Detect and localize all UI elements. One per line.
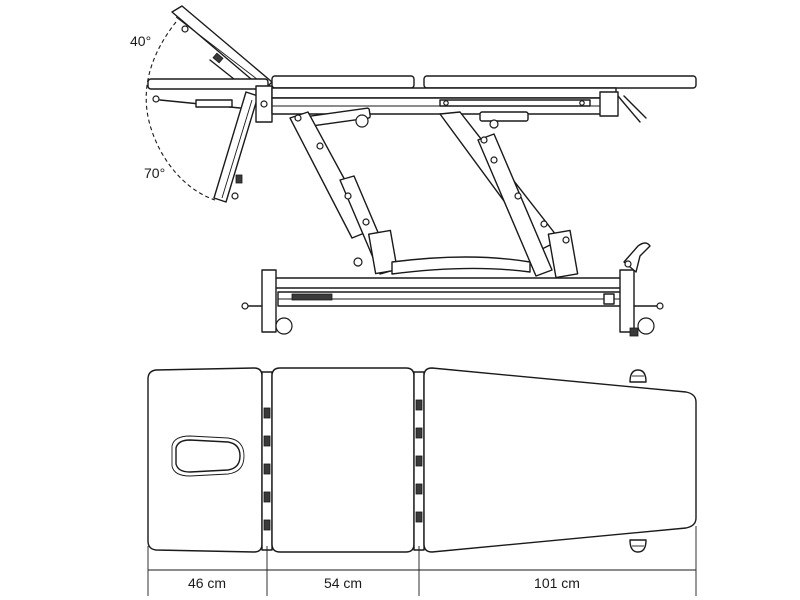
top-head-section: [147, 367, 263, 553]
dimension-label-head: 46 cm: [188, 575, 226, 591]
top-hinge-2: [413, 371, 425, 551]
wheel-front-icon: [275, 317, 293, 335]
angle-label-upper: 40°: [130, 33, 151, 49]
lift-arm-front: [289, 111, 399, 275]
head-section-raised: [171, 5, 273, 91]
head-tilt-arc: [145, 21, 216, 201]
foot-pedal-icon: [623, 242, 651, 273]
leg-section: [423, 75, 697, 89]
head-section-flat: [147, 78, 269, 90]
side-view: 40° 70°: [130, 5, 697, 337]
middle-section: [271, 75, 415, 89]
dimension-lines: 46 cm 54 cm 101 cm: [147, 526, 697, 596]
head-section-lowered: [213, 91, 259, 203]
dimension-label-middle: 54 cm: [324, 575, 362, 591]
top-leg-section: [423, 367, 697, 553]
base-frame: [241, 242, 664, 337]
top-middle-section: [271, 367, 415, 553]
angle-label-lower: 70°: [144, 165, 165, 181]
face-hole-icon: [175, 439, 241, 473]
top-view: [147, 367, 697, 553]
dimension-label-leg: 101 cm: [534, 575, 580, 591]
wheel-rear-icon: [637, 317, 655, 335]
lift-arm-rear: [439, 111, 579, 279]
top-hinge-1: [261, 371, 273, 551]
